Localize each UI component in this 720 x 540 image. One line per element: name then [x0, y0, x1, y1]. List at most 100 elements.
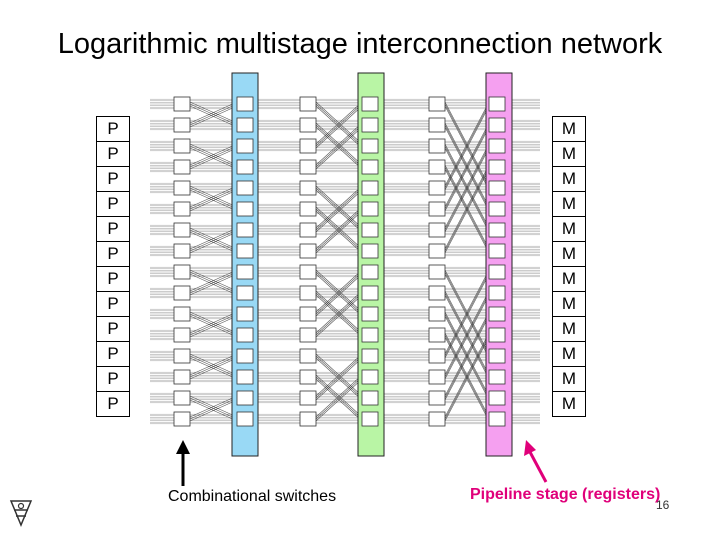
switch-box: [428, 390, 446, 406]
wire: [444, 101, 490, 187]
wire: [189, 187, 238, 210]
wire: [189, 313, 238, 336]
page-number: 16: [656, 498, 670, 512]
switches-arrow: [176, 440, 190, 486]
wire: [315, 210, 363, 254]
wire: [189, 397, 238, 420]
switch-box: [236, 327, 254, 343]
switch-box: [361, 117, 379, 133]
switch-box: [488, 390, 506, 406]
wire: [444, 271, 490, 357]
wire: [444, 336, 490, 422]
processor-node: P: [96, 366, 130, 392]
switch-box: [299, 390, 317, 406]
switch-box: [428, 327, 446, 343]
wire: [189, 231, 238, 254]
switch-box: [173, 264, 191, 280]
switch-box: [361, 201, 379, 217]
switch-box: [428, 348, 446, 364]
wire: [315, 355, 363, 399]
wire: [315, 187, 363, 231]
switch-box: [173, 285, 191, 301]
wire: [315, 189, 363, 233]
wire: [444, 313, 490, 399]
wire: [189, 147, 238, 170]
wire: [315, 271, 363, 315]
memory-module: M: [552, 391, 586, 417]
switch-box: [299, 369, 317, 385]
switch-box: [236, 243, 254, 259]
wire: [189, 353, 238, 376]
memory-module: M: [552, 366, 586, 392]
switch-box: [236, 222, 254, 238]
wire: [315, 357, 363, 401]
switch-box: [428, 306, 446, 322]
switch-box: [236, 117, 254, 133]
pipeline-stage-label: Pipeline stage (registers): [470, 486, 661, 503]
memory-module: M: [552, 141, 586, 167]
switch-box: [428, 285, 446, 301]
switch-box: [488, 138, 506, 154]
switch-box: [428, 411, 446, 427]
wire: [315, 103, 363, 147]
switch-box: [428, 243, 446, 259]
wire: [315, 105, 363, 149]
switch-box: [236, 285, 254, 301]
wire: [315, 269, 363, 313]
wire: [444, 147, 490, 233]
memory-module: M: [552, 266, 586, 292]
wire: [189, 273, 238, 296]
wire: [444, 166, 490, 252]
switch-box: [361, 138, 379, 154]
switch-box: [488, 327, 506, 343]
wire: [444, 143, 490, 229]
wire: [189, 311, 238, 334]
switch-box: [361, 180, 379, 196]
wire: [189, 189, 238, 212]
switch-box: [299, 96, 317, 112]
network-wires: [150, 98, 540, 425]
memory-module: M: [552, 191, 586, 217]
wire: [444, 168, 490, 254]
wire: [444, 311, 490, 397]
switch-box: [428, 201, 446, 217]
switch-box: [299, 411, 317, 427]
switch-box: [361, 159, 379, 175]
switch-box: [236, 390, 254, 406]
switch-box: [299, 159, 317, 175]
memory-module: M: [552, 116, 586, 142]
switch-box: [236, 369, 254, 385]
switch-box: [173, 369, 191, 385]
wire: [189, 143, 238, 166]
wire: [315, 378, 363, 422]
wire: [189, 399, 238, 422]
wire: [444, 273, 490, 359]
switch-box: [173, 159, 191, 175]
switch-box: [488, 201, 506, 217]
switch-box: [428, 138, 446, 154]
wire: [189, 229, 238, 252]
wire: [444, 124, 490, 210]
switch-box: [361, 96, 379, 112]
wire: [444, 145, 490, 231]
slide-title: Logarithmic multistage interconnection n…: [57, 28, 663, 60]
switch-box: [236, 180, 254, 196]
switch-box: [236, 264, 254, 280]
switch-box: [173, 138, 191, 154]
switch-box: [361, 243, 379, 259]
switch-box: [488, 222, 506, 238]
switch-box: [488, 348, 506, 364]
switch-box: [488, 180, 506, 196]
wire: [444, 292, 490, 378]
processor-node: P: [96, 266, 130, 292]
processor-node: P: [96, 191, 130, 217]
switch-box: [299, 243, 317, 259]
wire: [444, 269, 490, 355]
wire: [189, 185, 238, 208]
switch-box: [428, 222, 446, 238]
switch-box: [361, 306, 379, 322]
wire: [189, 315, 238, 338]
switch-box: [173, 96, 191, 112]
memory-module: M: [552, 216, 586, 242]
memory-module: M: [552, 316, 586, 342]
